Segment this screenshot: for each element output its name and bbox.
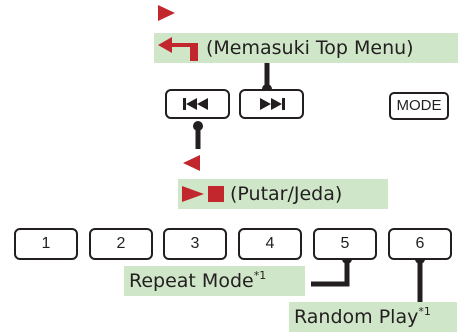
number-key-label: 1 — [41, 235, 51, 252]
number-key-1[interactable]: 1 — [14, 228, 78, 260]
number-key-4[interactable]: 4 — [238, 228, 302, 260]
number-key-label: 6 — [415, 235, 425, 252]
skip-next-icon — [260, 98, 285, 110]
number-key-label: 5 — [340, 235, 350, 252]
number-key-6[interactable]: 6 — [388, 228, 452, 260]
random-play-label: Random Play*1 — [289, 302, 457, 332]
random-play-footnote: *1 — [418, 305, 431, 318]
play-pause-text: (Putar/Jeda) — [230, 183, 343, 205]
mode-button[interactable]: MODE — [389, 92, 449, 120]
triangle-right-icon — [158, 5, 175, 21]
number-key-3[interactable]: 3 — [163, 228, 227, 260]
mode-button-label: MODE — [396, 97, 442, 114]
number-key-5[interactable]: 5 — [313, 228, 377, 260]
number-key-label: 2 — [116, 235, 126, 252]
repeat-mode-leader — [311, 259, 350, 287]
top-menu-label: (Memasuki Top Menu) — [154, 33, 458, 63]
skip-previous-icon — [183, 98, 208, 110]
repeat-mode-text: Repeat Mode — [129, 270, 254, 292]
skip-next-button[interactable] — [239, 89, 304, 119]
prev-key-leader-dot — [193, 121, 203, 131]
top-menu-text: (Memasuki Top Menu) — [206, 37, 414, 59]
number-key-2[interactable]: 2 — [89, 228, 153, 260]
random-play-text: Random Play — [294, 306, 419, 328]
play-pause-label: (Putar/Jeda) — [178, 179, 388, 209]
return-arrow-icon — [158, 37, 198, 61]
repeat-mode-footnote: *1 — [253, 269, 267, 282]
repeat-mode-label: Repeat Mode*1 — [124, 266, 305, 296]
triangle-left-icon — [183, 155, 200, 171]
play-stop-icon — [182, 186, 224, 202]
number-key-label: 4 — [265, 235, 275, 252]
skip-previous-button[interactable] — [165, 89, 230, 119]
number-key-label: 3 — [190, 235, 200, 252]
